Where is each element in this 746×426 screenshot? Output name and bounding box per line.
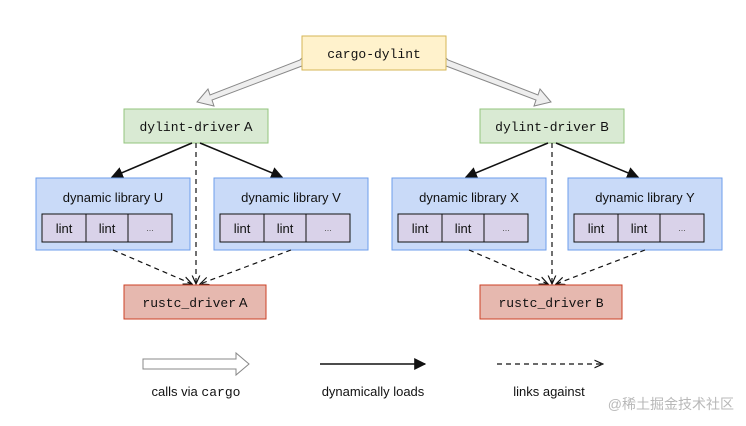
rustc-driver-a-node: rustc_driver A bbox=[123, 284, 267, 320]
loads-arrow-a-u bbox=[110, 142, 193, 179]
links-arrow-v bbox=[200, 249, 292, 284]
svg-text:calls via cargo: calls via cargo bbox=[152, 384, 241, 400]
svg-text:dylint-driver B: dylint-driver B bbox=[495, 119, 609, 135]
rustc-a-prefix: rustc_driver bbox=[142, 296, 236, 311]
rustc-b-prefix: rustc_driver bbox=[498, 296, 592, 311]
svg-text:rustc_driver A: rustc_driver A bbox=[142, 295, 248, 311]
driver-b-suffix: B bbox=[600, 119, 609, 134]
lint-cell: lint bbox=[277, 221, 294, 236]
library-v-label: dynamic library V bbox=[241, 190, 341, 205]
rustc-driver-b-node: rustc_driver B bbox=[479, 284, 623, 320]
hollow-arrow-to-driver-a bbox=[196, 56, 303, 107]
legend-hollow-arrow bbox=[142, 351, 250, 377]
library-x: dynamic library X lint lint ... bbox=[391, 177, 547, 251]
loads-arrow-b-x bbox=[464, 142, 549, 179]
rustc-b-suffix: B bbox=[596, 296, 604, 311]
lint-ellipsis: ... bbox=[678, 223, 686, 233]
lint-cell: lint bbox=[412, 221, 429, 236]
legend-calls-code: cargo bbox=[201, 385, 240, 400]
legend-loads-label: dynamically loads bbox=[322, 384, 425, 399]
cargo-dylint-node: cargo-dylint bbox=[301, 35, 447, 71]
driver-b-prefix: dylint-driver bbox=[495, 120, 596, 135]
svg-text:dylint-driver A: dylint-driver A bbox=[140, 119, 253, 135]
lint-ellipsis: ... bbox=[146, 223, 154, 233]
cargo-dylint-label: cargo-dylint bbox=[327, 47, 421, 62]
loads-arrow-b-y bbox=[555, 142, 640, 179]
lint-ellipsis: ... bbox=[324, 223, 332, 233]
lint-cell: lint bbox=[234, 221, 251, 236]
library-x-label: dynamic library X bbox=[419, 190, 519, 205]
hollow-arrow-to-driver-b bbox=[445, 56, 552, 107]
lint-ellipsis: ... bbox=[502, 223, 510, 233]
library-v: dynamic library V lint lint ... bbox=[213, 177, 369, 251]
lint-cell: lint bbox=[588, 221, 605, 236]
loads-arrow-a-v bbox=[199, 142, 284, 179]
driver-a-suffix: A bbox=[244, 119, 253, 134]
rustc-a-suffix: A bbox=[239, 295, 248, 310]
lint-cell: lint bbox=[631, 221, 648, 236]
driver-a-prefix: dylint-driver bbox=[140, 120, 241, 135]
links-arrow-u bbox=[112, 249, 192, 284]
lint-cell: lint bbox=[455, 221, 472, 236]
legend-links-label: links against bbox=[513, 384, 585, 399]
watermark-text: @稀土掘金技术社区 bbox=[608, 396, 734, 412]
lint-cell: lint bbox=[99, 221, 116, 236]
links-arrow-y bbox=[556, 249, 646, 284]
links-arrow-x bbox=[468, 249, 548, 284]
library-y-label: dynamic library Y bbox=[595, 190, 695, 205]
legend-calls-prefix: calls via bbox=[152, 384, 199, 399]
svg-text:rustc_driver B: rustc_driver B bbox=[498, 295, 603, 311]
library-u-label: dynamic library U bbox=[63, 190, 163, 205]
dylint-driver-a-node: dylint-driver A bbox=[123, 108, 269, 144]
legend: calls via cargo dynamically loads links … bbox=[142, 351, 603, 400]
library-y: dynamic library Y lint lint ... bbox=[567, 177, 723, 251]
dylint-driver-b-node: dylint-driver B bbox=[479, 108, 625, 144]
lint-cell: lint bbox=[56, 221, 73, 236]
library-u: dynamic library U lint lint ... bbox=[35, 177, 191, 251]
